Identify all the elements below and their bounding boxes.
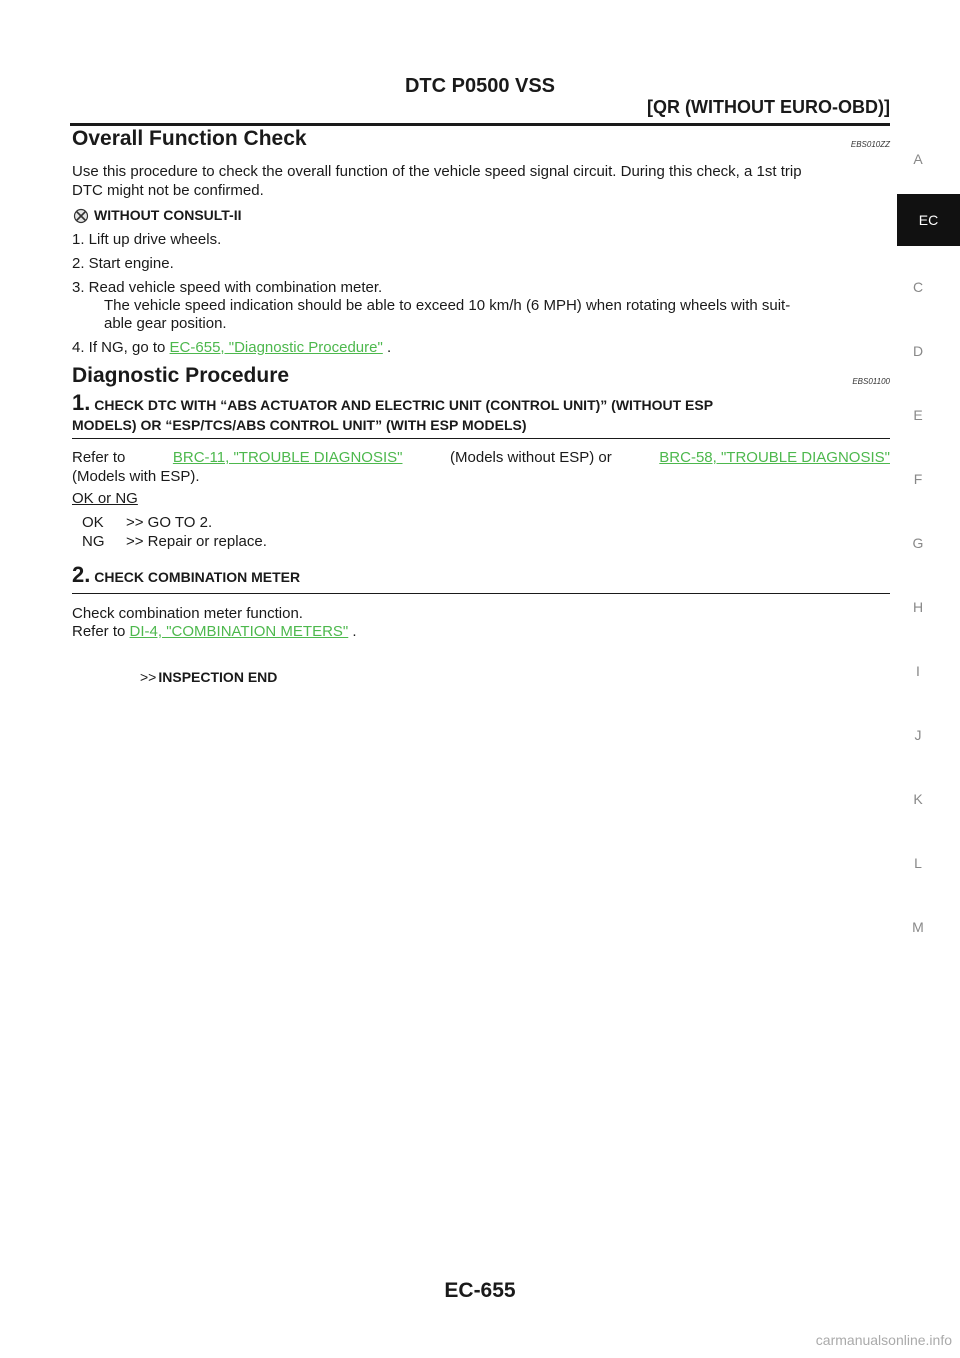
diagnostic-heading: Diagnostic Procedure [72,364,290,387]
link-di-4[interactable]: DI-4, "COMBINATION METERS" [129,623,349,640]
page-subtitle: [QR (WITHOUT EURO-OBD)] [647,97,890,117]
step-1-title-line-2: MODELS) OR “ESP/TCS/ABS CONTROL UNIT” (W… [72,417,527,433]
side-tab-d[interactable]: D [912,343,924,359]
side-tab-k[interactable]: K [913,791,923,807]
watermark: carmanualsonline.info [815,1332,952,1348]
step-2-refer-suffix: . [348,623,357,640]
ok-text: >> GO TO 2. [126,514,213,531]
step-1-tail: (Models with ESP). [72,468,200,485]
header-divider [70,123,890,126]
overall-heading: Overall Function Check [72,127,307,150]
link-brc-58[interactable]: BRC-58, "TROUBLE DIAGNOSIS" [659,449,890,466]
overall-intro-line-1: Use this procedure to check the overall … [72,163,802,180]
consult-crossed-icon [73,208,89,224]
side-tab-j[interactable]: J [914,727,922,743]
mode-label: WITHOUT CONSULT-II [94,207,242,223]
side-tab-m[interactable]: M [912,919,924,935]
step-1-mid: (Models without ESP) or [450,449,612,466]
ok-label: OK [82,514,104,531]
page-title: DTC P0500 VSS [404,75,556,97]
step-4-suffix: . [382,339,392,356]
end-arrow: >> [140,669,157,685]
side-tab-h[interactable]: H [912,599,924,615]
step-1-heading: 1. CHECK DTC WITH “ABS ACTUATOR AND ELEC… [72,392,713,416]
side-tab-e[interactable]: E [913,407,923,423]
side-tab-ec-active[interactable]: EC [897,194,960,246]
inspection-end-text: INSPECTION END [158,669,278,685]
inspection-end-line: >>INSPECTION END [140,668,277,687]
step-1-number: 1. [72,390,91,415]
link-ec-655[interactable]: EC-655, "Diagnostic Procedure" [169,339,383,356]
step-2-line-1: Check combination meter function. [72,605,303,622]
step-1-title-line-1: CHECK DTC WITH “ABS ACTUATOR AND ELECTRI… [94,397,714,413]
diagnostic-code: EBS01100 [852,377,890,386]
link-brc-11[interactable]: BRC-11, "TROUBLE DIAGNOSIS" [172,449,403,466]
step-3-text: 3. Read vehicle speed with combination m… [72,279,383,296]
step-1-refer: Refer to [72,449,126,466]
step-1-text: 1. Lift up drive wheels. [72,231,222,248]
step-1-refer-line: Refer to BRC-11, "TROUBLE DIAGNOSIS" (Mo… [72,448,890,467]
page-number: EC-655 [444,1279,516,1302]
step-2-heading: 2. CHECK COMBINATION METER [72,564,300,588]
side-tab-i[interactable]: I [916,663,920,679]
side-tab-f[interactable]: F [913,471,923,487]
step-4-prefix: 4. If NG, go to [72,339,170,356]
step-2-text: 2. Start engine. [72,255,174,272]
ng-label: NG [82,533,105,550]
side-tab-a[interactable]: A [913,151,923,167]
step-2-refer-line: Refer to DI-4, "COMBINATION METERS" . [72,622,357,641]
overall-code: EBS010ZZ [850,140,890,149]
side-tab-c[interactable]: C [912,279,924,295]
step-1-divider [72,438,890,439]
ng-text: >> Repair or replace. [126,533,267,550]
step-2-refer-prefix: Refer to [72,623,130,640]
step-3-detail-1: The vehicle speed indication should be a… [104,297,791,314]
step-2-number: 2. [72,562,91,587]
ok-ng-label: OK or NG [72,490,138,507]
step-3-detail-2: able gear position. [104,315,227,332]
step-4-text: 4. If NG, go to EC-655, "Diagnostic Proc… [72,338,391,357]
side-tab-l[interactable]: L [914,855,922,871]
side-tab-g[interactable]: G [912,535,924,551]
overall-intro-line-2: DTC might not be confirmed. [72,182,264,199]
step-2-divider [72,593,890,594]
step-2-title: CHECK COMBINATION METER [94,569,301,585]
